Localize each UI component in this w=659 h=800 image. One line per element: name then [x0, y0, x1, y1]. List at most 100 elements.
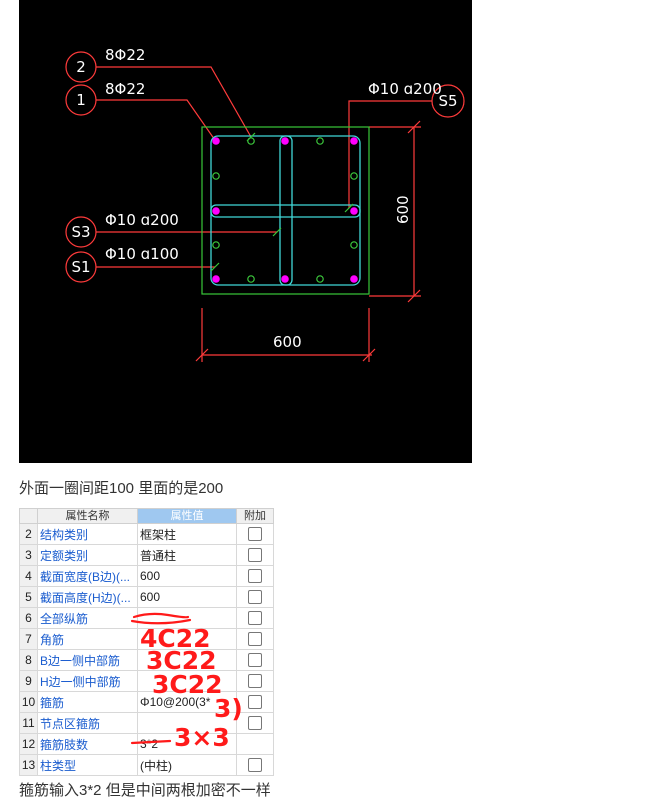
corner-bar: [350, 137, 358, 145]
middle-bar: [350, 241, 358, 249]
header-extra[interactable]: 附加: [236, 508, 274, 524]
tied-bar: [212, 207, 220, 215]
extra-checkbox[interactable]: [248, 569, 262, 584]
property-name: 箍筋肢数: [37, 733, 138, 755]
extra-checkbox[interactable]: [248, 653, 262, 668]
middle-bar: [212, 172, 220, 180]
property-value[interactable]: 普通柱: [137, 544, 237, 566]
property-value[interactable]: (中柱): [137, 754, 237, 776]
extra-checkbox[interactable]: [248, 632, 262, 647]
tag-s3-text: S3: [71, 223, 90, 241]
extra-checkbox[interactable]: [248, 695, 262, 710]
tied-bar: [350, 207, 358, 215]
leader-s5: [348, 100, 432, 208]
property-value[interactable]: 600: [137, 586, 237, 608]
row-number: 10: [19, 691, 38, 713]
extra-checkbox[interactable]: [248, 590, 262, 605]
corner-bar: [350, 275, 358, 283]
row-number: 7: [19, 628, 38, 650]
table-header-row: 属性名称 属性值 附加: [19, 508, 274, 524]
property-name: 全部纵筋: [37, 607, 138, 629]
stirrup-right-label: Φ10 ɑ200: [368, 80, 442, 98]
extra-cell: [236, 586, 274, 608]
extra-cell: [236, 754, 274, 776]
row-number: 2: [19, 523, 38, 545]
rebar-top-label: 8Φ22: [105, 46, 145, 64]
row-number: 3: [19, 544, 38, 566]
header-value[interactable]: 属性值: [137, 508, 237, 524]
corner-bar: [212, 137, 220, 145]
middle-bar: [212, 241, 220, 249]
property-value[interactable]: 600: [137, 565, 237, 587]
property-value[interactable]: [137, 670, 237, 692]
tied-bar: [281, 137, 289, 145]
column-outline: [201, 126, 370, 295]
cad-drawing: 2 1 S5 S3 S1 8Φ22 8Φ22 Φ10 ɑ200 Φ10 ɑ200…: [19, 0, 472, 463]
property-value[interactable]: [137, 628, 237, 650]
extra-checkbox[interactable]: [248, 611, 262, 626]
inner-stirrup-horizontal: [210, 204, 361, 218]
property-name: B边一侧中部筋: [37, 649, 138, 671]
property-name: 角筋: [37, 628, 138, 650]
property-name: 节点区箍筋: [37, 712, 138, 734]
extra-checkbox[interactable]: [248, 548, 262, 563]
corner-bar: [212, 275, 220, 283]
leader-1: [96, 99, 218, 144]
tag-1-text: 1: [76, 91, 86, 109]
header-num: [19, 508, 38, 524]
property-name: 箍筋: [37, 691, 138, 713]
row-number: 4: [19, 565, 38, 587]
extra-checkbox[interactable]: [248, 527, 262, 542]
stirrup-inner-label: Φ10 ɑ200: [105, 211, 179, 229]
extra-checkbox[interactable]: [248, 674, 262, 689]
header-name[interactable]: 属性名称: [37, 508, 138, 524]
extra-cell: [236, 565, 274, 587]
bottom-note: 箍筋输入3*2 但是中间两根加密不一样: [19, 782, 271, 799]
middle-bar: [316, 275, 324, 283]
rebar-group: [212, 137, 358, 283]
middle-bar: [350, 172, 358, 180]
property-value[interactable]: [137, 649, 237, 671]
property-name: 定额类别: [37, 544, 138, 566]
property-name: H边一侧中部筋: [37, 670, 138, 692]
extra-cell: [236, 649, 274, 671]
extra-checkbox[interactable]: [248, 758, 262, 773]
row-number: 9: [19, 670, 38, 692]
extra-cell: [236, 607, 274, 629]
property-value[interactable]: [137, 712, 237, 734]
extra-cell: [236, 670, 274, 692]
property-value[interactable]: [137, 607, 237, 629]
extra-cell: [236, 544, 274, 566]
property-name: 结构类别: [37, 523, 138, 545]
inner-stirrup-vertical: [279, 135, 293, 286]
row-number: 8: [19, 649, 38, 671]
row-number: 11: [19, 712, 38, 734]
property-name: 截面高度(H边)(...: [37, 586, 138, 608]
property-value[interactable]: Φ10@200(3*: [137, 691, 237, 713]
property-name: 柱类型: [37, 754, 138, 776]
dim-width-text: 600: [273, 333, 302, 351]
property-value[interactable]: 3*2: [137, 733, 237, 755]
stirrup-outer-label: Φ10 ɑ100: [105, 245, 179, 263]
extra-checkbox[interactable]: [248, 716, 262, 731]
property-value[interactable]: 框架柱: [137, 523, 237, 545]
column-section-svg: 2 1 S5 S3 S1 8Φ22 8Φ22 Φ10 ɑ200 Φ10 ɑ200…: [65, 46, 465, 362]
extra-cell: [236, 628, 274, 650]
caption-text: 外面一圈间距100 里面的是200: [19, 480, 224, 497]
middle-bar: [247, 275, 255, 283]
property-name: 截面宽度(B边)(...: [37, 565, 138, 587]
